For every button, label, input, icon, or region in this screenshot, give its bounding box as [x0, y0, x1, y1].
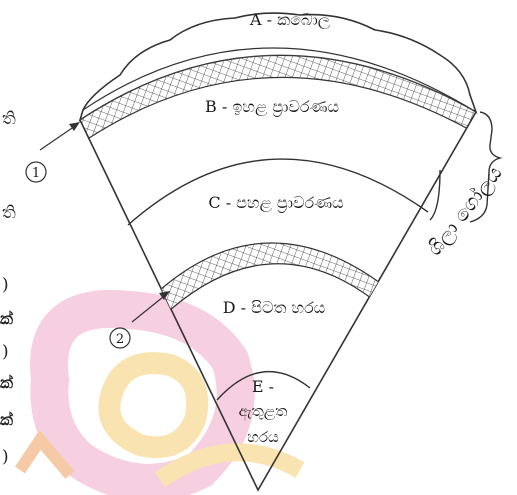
left-fragment: ති	[2, 203, 16, 223]
marker-1: 1	[26, 162, 46, 182]
left-fragment: ක්	[0, 373, 14, 392]
arrow-1	[40, 122, 80, 150]
svg-text:2: 2	[116, 332, 124, 347]
left-fragment: ති	[2, 109, 16, 129]
label-e-line2: ඇතුළත	[239, 402, 288, 421]
label-e-line1: E -	[252, 377, 274, 396]
left-fragment: )	[2, 275, 9, 295]
left-fragment: )	[2, 447, 9, 467]
label-d-outer-core: D - පිටත හරය	[223, 298, 326, 317]
left-margin-fragments: ති ති ) ක් ) ක් ක් )	[0, 109, 16, 467]
label-e-line3: හරය	[247, 428, 279, 446]
label-b-upper-mantle: B - ඉහළ ප්‍රාවරණය	[205, 97, 339, 117]
left-fragment: )	[2, 342, 9, 362]
left-fragment: ක්	[0, 309, 14, 328]
label-c-lower-mantle: C - පහළ ප්‍රාවරණය	[208, 193, 343, 213]
svg-text:1: 1	[32, 166, 40, 181]
left-fragment: ක්	[0, 410, 14, 429]
marker-2: 2	[110, 328, 130, 348]
label-a-crust: A - කබොල	[249, 10, 330, 30]
